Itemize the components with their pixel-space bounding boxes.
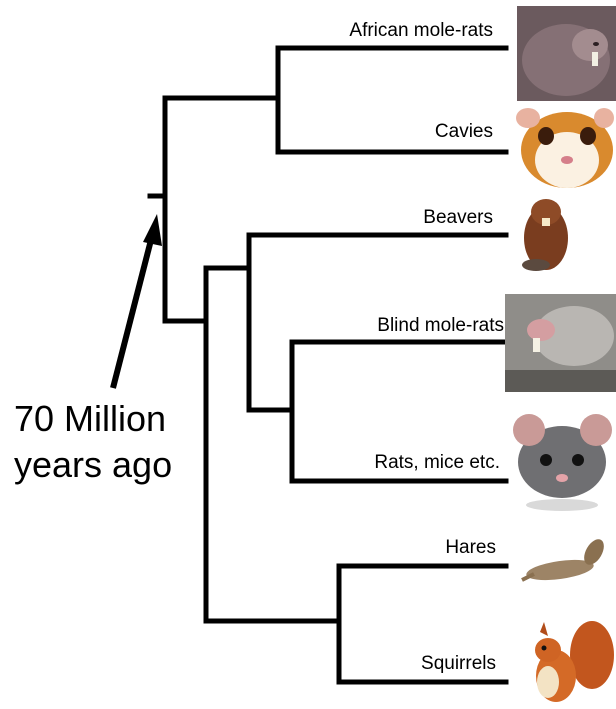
label-african-mole-rats: African mole-rats — [349, 20, 493, 42]
hare-icon — [522, 536, 608, 584]
annotation-line-2: years ago — [14, 442, 172, 488]
label-blind-mole-rats: Blind mole-rats — [377, 315, 504, 337]
label-rats-mice: Rats, mice etc. — [374, 452, 500, 474]
beaver-icon — [522, 199, 568, 271]
blind-mole-rat-icon — [505, 294, 616, 392]
label-hares: Hares — [445, 537, 496, 559]
arrow — [113, 214, 162, 388]
label-cavies: Cavies — [435, 121, 493, 143]
rat-icon — [513, 414, 612, 511]
squirrel-icon — [535, 621, 614, 702]
label-squirrels: Squirrels — [421, 653, 496, 675]
annotation-line-1: 70 Million — [14, 396, 172, 442]
mole-rat-icon — [517, 6, 616, 101]
time-annotation: 70 Million years ago — [14, 396, 172, 488]
guinea-pig-icon — [516, 108, 614, 188]
label-beavers: Beavers — [423, 207, 493, 229]
